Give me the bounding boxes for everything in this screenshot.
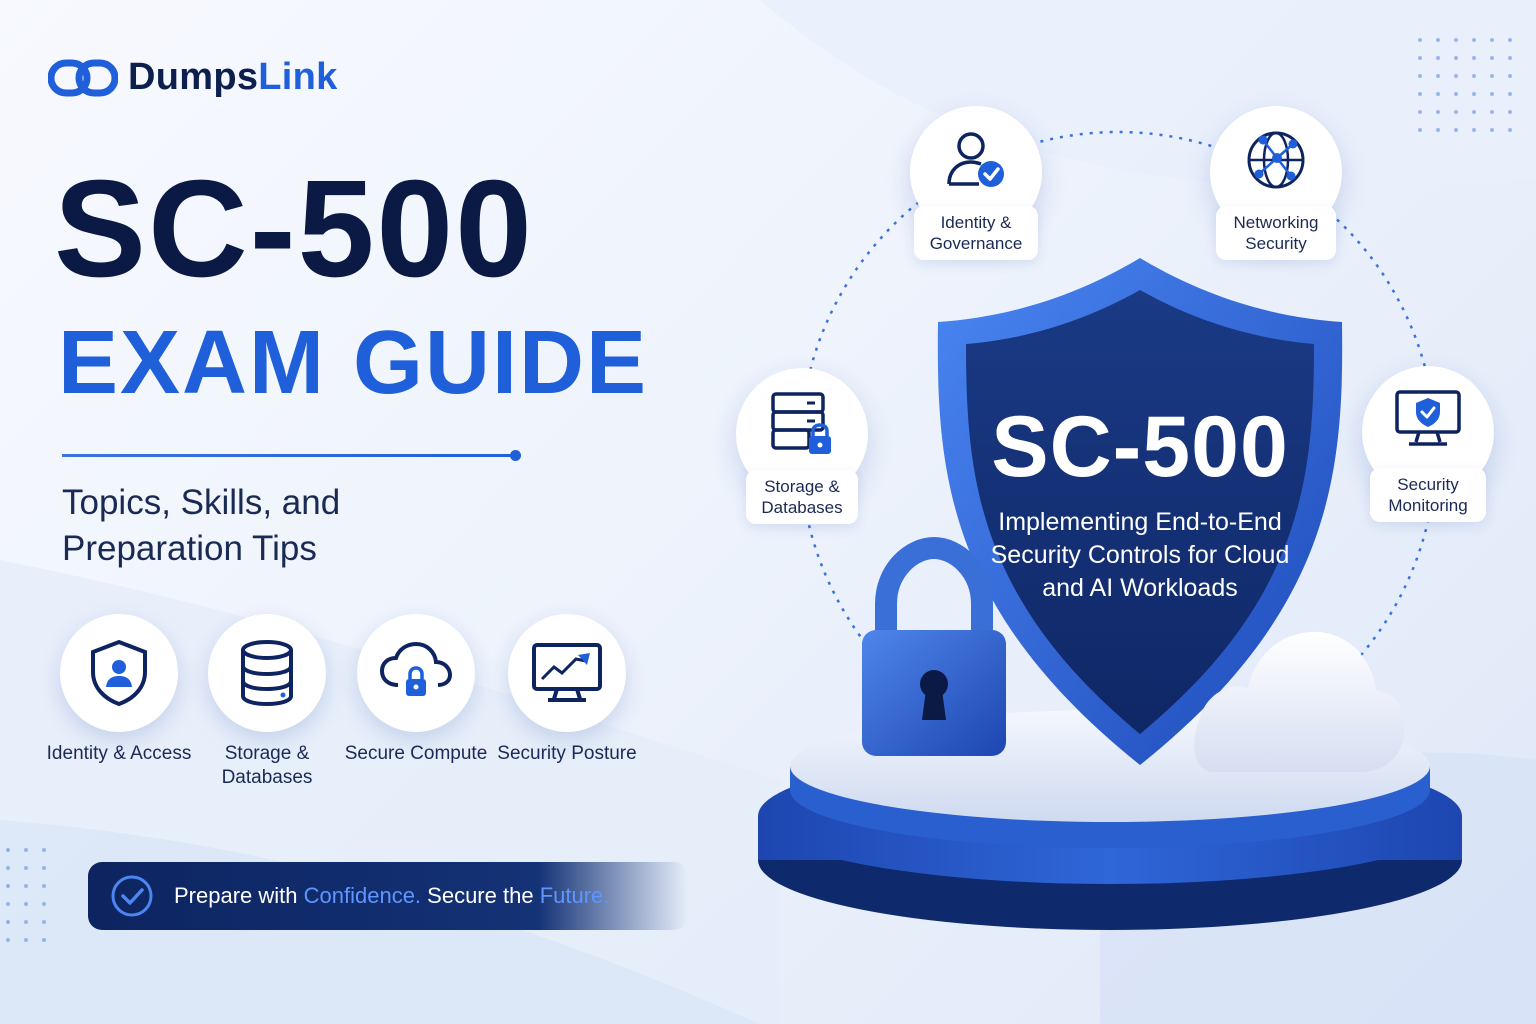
badge-label-text: Security Monitoring [1388, 475, 1468, 515]
chain-link-icon [48, 59, 118, 96]
feature-identity-access[interactable]: Identity & Access [44, 614, 194, 766]
badge-networking-security[interactable]: Networking Security [1210, 106, 1342, 260]
feature-security-posture[interactable]: Security Posture [492, 614, 642, 766]
shield-description: Implementing End-to-End Security Control… [990, 508, 1290, 602]
exam-guide-title: EXAM GUIDE [58, 313, 649, 413]
shield-user-icon [91, 639, 147, 707]
title-divider-dot [510, 450, 521, 461]
database-icon [241, 640, 293, 707]
monitor-shield-icon [1395, 390, 1461, 446]
badge-identity-governance[interactable]: Identity & Governance [910, 106, 1042, 260]
cloud-lock-icon [379, 641, 453, 696]
title-divider [62, 454, 514, 457]
feature-label: Secure Compute [344, 743, 488, 764]
tagline-banner: Prepare with Confidence. Secure the Futu… [88, 862, 688, 930]
feature-icon-circle [60, 614, 178, 732]
brand-name-part1: Dumps [128, 56, 259, 98]
shield-exam-code: SC-500 [991, 399, 1289, 495]
badge-label-text: Identity & Governance [929, 213, 1023, 253]
tagline-text: Prepare with Confidence. Secure the Futu… [174, 883, 609, 909]
badge-security-monitoring[interactable]: Security Monitoring [1362, 366, 1494, 522]
tagline-part1: Prepare with [174, 883, 304, 908]
feature-icon-circle [357, 614, 475, 732]
page-subtitle: Topics, Skills, and Preparation Tips [62, 483, 341, 568]
dot-pattern-top-right [1418, 38, 1512, 132]
feature-label: Identity & Access [46, 743, 192, 764]
user-check-icon [947, 132, 1004, 187]
tagline-highlight-confidence: Confidence. [303, 883, 422, 908]
feature-storage-databases[interactable]: Storage & Databases [192, 614, 342, 790]
brand-logo[interactable]: DumpsLink [48, 56, 338, 99]
feature-label: Security Posture [497, 743, 637, 764]
badge-label-text: Networking Security [1233, 213, 1319, 253]
tagline-highlight-future: Future. [539, 883, 610, 908]
badge-label-text: Storage & Databases [761, 477, 843, 517]
exam-code-title: SC-500 [54, 152, 534, 306]
badge-storage-databases[interactable]: Storage & Databases [736, 368, 868, 524]
badge-label: Networking Security [1216, 206, 1336, 260]
badge-label: Storage & Databases [746, 470, 858, 524]
monitor-chart-icon [532, 643, 602, 702]
check-circle-icon [111, 875, 153, 917]
network-globe-icon [1247, 131, 1305, 189]
feature-icon-circle [508, 614, 626, 732]
tagline-part3: Secure the [421, 883, 540, 908]
dot-pattern-bottom-left [6, 848, 46, 942]
brand-name-part2: Link [258, 56, 338, 98]
feature-secure-compute[interactable]: Secure Compute [341, 614, 491, 766]
badge-label: Security Monitoring [1370, 468, 1486, 522]
feature-label: Storage & Databases [221, 743, 313, 788]
badge-label: Identity & Governance [914, 206, 1038, 260]
feature-icon-circle [208, 614, 326, 732]
server-lock-icon [771, 392, 831, 454]
brand-name: DumpsLink [128, 56, 338, 99]
